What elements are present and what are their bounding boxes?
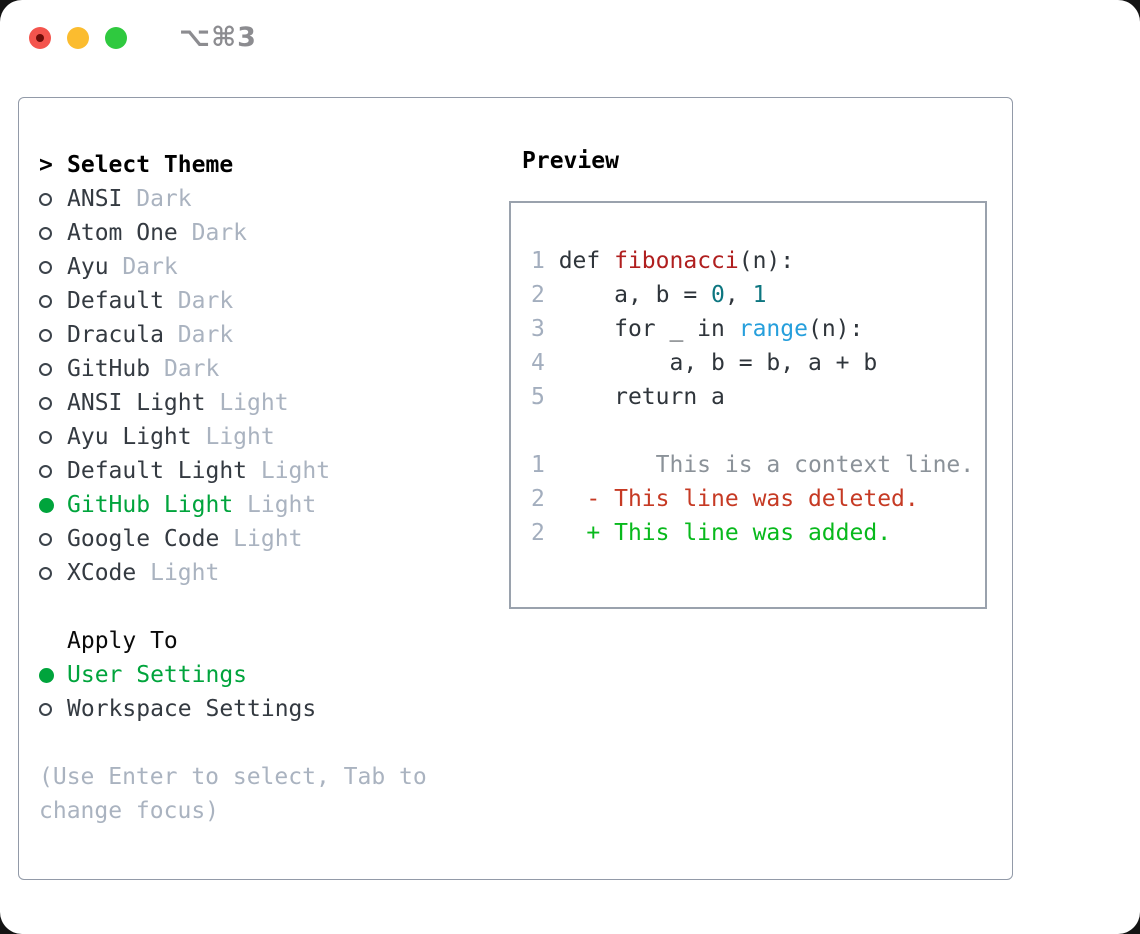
theme-option-xcode[interactable]: XCode Light: [39, 556, 489, 590]
radio-selected-icon: [39, 497, 67, 513]
preview-column: Preview 1 def fibonacci(n): 2 a, b = 0, 1…: [504, 148, 987, 609]
theme-option-label: ANSI: [67, 186, 123, 212]
apply-to-label: Apply To: [67, 628, 178, 654]
apply-option-label: Workspace Settings: [67, 696, 317, 722]
minimize-button[interactable]: [67, 26, 89, 49]
code-line: 2 - This line was deleted.: [531, 486, 919, 512]
close-button[interactable]: [29, 26, 51, 49]
theme-option-dracula[interactable]: Dracula Dark: [39, 318, 489, 352]
theme-variant-label: Light: [219, 526, 303, 552]
theme-variant-label: Dark: [108, 254, 178, 280]
close-dot-icon: [36, 33, 44, 42]
theme-option-label: Google Code: [67, 526, 220, 552]
code-preview: 1 def fibonacci(n): 2 a, b = 0, 1 3 for _ …: [531, 244, 985, 550]
theme-option-label: Ayu: [67, 254, 109, 280]
select-theme-header: > Select Theme: [39, 148, 489, 182]
theme-option-label: XCode: [67, 560, 137, 586]
radio-selected-icon: [39, 667, 67, 683]
radio-unselected-icon: [39, 260, 67, 274]
spacer: [39, 590, 489, 624]
radio-unselected-icon: [39, 532, 67, 546]
theme-option-label: GitHub Light: [67, 492, 234, 518]
theme-option-ansi[interactable]: ANSI Dark: [39, 182, 489, 216]
radio-unselected-icon: [39, 192, 67, 206]
radio-unselected-icon: [39, 396, 67, 410]
keyboard-hint: (Use Enter to select, Tab to change focu…: [39, 764, 427, 824]
theme-variant-label: Dark: [177, 220, 248, 246]
theme-option-github[interactable]: GitHub Dark: [39, 352, 489, 386]
theme-option-label: Atom One: [67, 220, 178, 246]
theme-variant-label: Dark: [150, 356, 220, 382]
radio-unselected-icon: [39, 294, 67, 308]
code-line: 1 def fibonacci(n):: [531, 248, 795, 274]
theme-option-label: ANSI Light: [67, 390, 206, 416]
theme-variant-label: Light: [247, 458, 331, 484]
radio-unselected-icon: [39, 328, 67, 342]
apply-to-header: Apply To: [39, 624, 489, 658]
maximize-button[interactable]: [105, 26, 127, 49]
theme-option-ayu-light[interactable]: Ayu Light Light: [39, 420, 489, 454]
code-line: 2 + This line was added.: [531, 520, 892, 546]
theme-variant-label: Light: [191, 424, 275, 450]
radio-unselected-icon: [39, 702, 67, 716]
theme-variant-label: Dark: [163, 288, 234, 314]
theme-option-default[interactable]: Default Dark: [39, 284, 489, 318]
theme-option-label: Default: [67, 288, 164, 314]
theme-option-label: Ayu Light: [67, 424, 192, 450]
radio-unselected-icon: [39, 566, 67, 580]
titlebar: ⌥⌘3: [0, 0, 1140, 75]
theme-option-ansi-light[interactable]: ANSI Light Light: [39, 386, 489, 420]
radio-unselected-icon: [39, 226, 67, 240]
code-line: 1 This is a context line.: [531, 452, 975, 478]
apply-option-user-settings[interactable]: User Settings: [39, 658, 489, 692]
preview-box: 1 def fibonacci(n): 2 a, b = 0, 1 3 for _ …: [509, 201, 987, 609]
theme-option-label: Dracula: [67, 322, 164, 348]
apply-option-label: User Settings: [67, 662, 248, 688]
radio-unselected-icon: [39, 464, 67, 478]
theme-option-ayu[interactable]: Ayu Dark: [39, 250, 489, 284]
theme-variant-label: Light: [233, 492, 317, 518]
code-line: 5 return a: [531, 384, 725, 410]
theme-option-label: Default Light: [67, 458, 248, 484]
apply-option-workspace-settings[interactable]: Workspace Settings: [39, 692, 489, 726]
code-line: 3 for _ in range(n):: [531, 316, 864, 342]
theme-option-github-light[interactable]: GitHub Light Light: [39, 488, 489, 522]
radio-unselected-icon: [39, 362, 67, 376]
preview-label: Preview: [522, 148, 619, 174]
select-theme-label: Select Theme: [67, 152, 234, 178]
theme-option-default-light[interactable]: Default Light Light: [39, 454, 489, 488]
radio-unselected-icon: [39, 430, 67, 444]
theme-option-label: GitHub: [67, 356, 151, 382]
theme-option-google-code[interactable]: Google Code Light: [39, 522, 489, 556]
prompt-cursor-icon: >: [39, 152, 53, 178]
code-line: 4 a, b = b, a + b: [531, 350, 878, 376]
theme-variant-label: Light: [136, 560, 220, 586]
code-line: 2 a, b = 0, 1: [531, 282, 767, 308]
theme-variant-label: Dark: [122, 186, 192, 212]
theme-option-atom-one[interactable]: Atom One Dark: [39, 216, 489, 250]
theme-variant-label: Dark: [163, 322, 234, 348]
theme-variant-label: Light: [205, 390, 289, 416]
code-line: [531, 414, 985, 448]
window-title-shortcut: ⌥⌘3: [179, 22, 257, 53]
